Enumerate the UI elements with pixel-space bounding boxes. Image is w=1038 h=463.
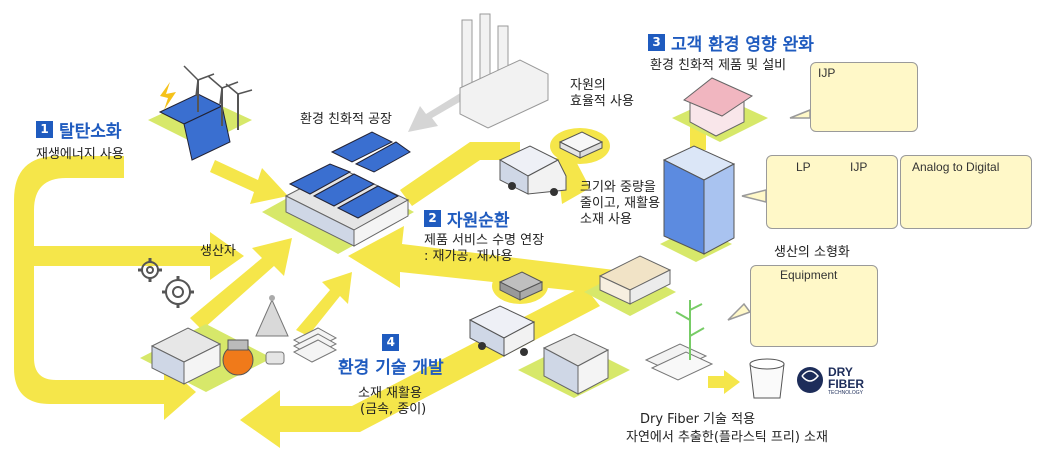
miniaturize-label: 생산의 소형화 — [774, 245, 850, 260]
section-1-number: 1 — [36, 121, 53, 138]
dryfiber-logo: DRY FIBER TECHNOLOGY — [828, 366, 864, 397]
section-4-number: 4 — [382, 334, 400, 351]
product-circle-efficient — [550, 128, 610, 164]
reduce-line3: 소재 사용 — [580, 212, 632, 227]
callout-ijp-top — [810, 62, 918, 132]
section-1-heading: 탈탄소화 — [59, 122, 122, 142]
section-3-title: 3 고객 환경 영향 완화 — [648, 30, 814, 55]
truck-top-illustration — [498, 145, 567, 196]
dryfiber-logo-line3: TECHNOLOGY — [828, 390, 864, 396]
producer-label: 생산자 — [200, 244, 236, 259]
dryfiber-line1: Dry Fiber 기술 적용 — [640, 412, 756, 427]
callout-analog-label: Analog to Digital — [912, 160, 1000, 174]
left-loop-path — [14, 156, 196, 420]
section-2-heading: 자원순환 — [447, 211, 510, 231]
section-3-subtitle: 환경 친화적 제품 및 설비 — [650, 58, 787, 73]
reduce-line1: 크기와 중량을 — [580, 180, 656, 195]
dryfiber-logo-line1: DRY — [828, 365, 853, 379]
callout-ijp-label: IJP — [850, 160, 868, 174]
section-2-subtitle-line1: 제품 서비스 수명 연장 — [424, 233, 545, 248]
materials-plant-illustration — [150, 295, 338, 385]
materials-up-arrow — [296, 272, 352, 336]
small-factory-illustration — [598, 255, 672, 305]
dryfiber-line2: 자연에서 추출한(플라스틱 프리) 소재 — [626, 430, 828, 445]
callout-analog-box — [900, 155, 1032, 229]
producer-arrow — [30, 232, 244, 280]
section-2-subtitle-line2: : 재가공, 재사용 — [424, 249, 513, 264]
reduce-line2: 줄이고, 재활용 — [580, 196, 661, 211]
section-2-number: 2 — [424, 210, 441, 227]
truck-bottom-illustration — [468, 305, 536, 357]
factory-label: 환경 친화적 공장 — [300, 112, 392, 127]
producer-to-factory-arrow — [190, 238, 292, 330]
section-1-subtitle: 재생에너지 사용 — [36, 147, 124, 162]
house-illustration — [683, 77, 754, 137]
section-1-title: 1 탈탄소화 — [36, 117, 122, 142]
callout-lp-ijp-box — [766, 155, 898, 229]
dryfiber-logo-line2: FIBER — [828, 377, 864, 391]
efficient-use-line1: 자원의 — [570, 78, 606, 93]
upgrade-arrow — [408, 92, 470, 132]
office-tower-illustration — [662, 145, 736, 255]
section-4-heading: 환경 기술 개발 — [338, 358, 444, 378]
gear-illustration — [138, 258, 194, 308]
return-to-factory-arrow — [348, 226, 664, 300]
renewable-illustration — [158, 65, 253, 161]
eco-factory-illustration — [284, 131, 411, 247]
section-4-title: 4 환경 기술 개발 — [338, 334, 444, 378]
efficient-use-line2: 효율적 사용 — [570, 94, 634, 109]
dryfiber-plant-illustration — [542, 333, 610, 395]
callout-ijp-top-label: IJP — [818, 66, 836, 80]
callout-equipment-box — [750, 265, 878, 347]
callout-equipment-label: Equipment — [780, 268, 838, 282]
solar-to-factory-arrow — [210, 160, 288, 204]
section-2-title: 2 자원순환 — [424, 206, 510, 231]
paper-to-cup-illustration — [644, 300, 823, 399]
product-circle-remanufacture — [492, 268, 548, 304]
section-4-subtitle-line1: 소재 재활용 — [358, 386, 422, 401]
section-3-number: 3 — [648, 34, 665, 51]
factory-to-truck-arrow — [400, 142, 520, 206]
callout-lp-label: LP — [796, 160, 811, 174]
section-3-heading: 고객 환경 영향 완화 — [671, 35, 814, 55]
old-factory-illustration — [459, 13, 549, 129]
section-4-subtitle-line2: (금속, 종이) — [360, 402, 427, 417]
